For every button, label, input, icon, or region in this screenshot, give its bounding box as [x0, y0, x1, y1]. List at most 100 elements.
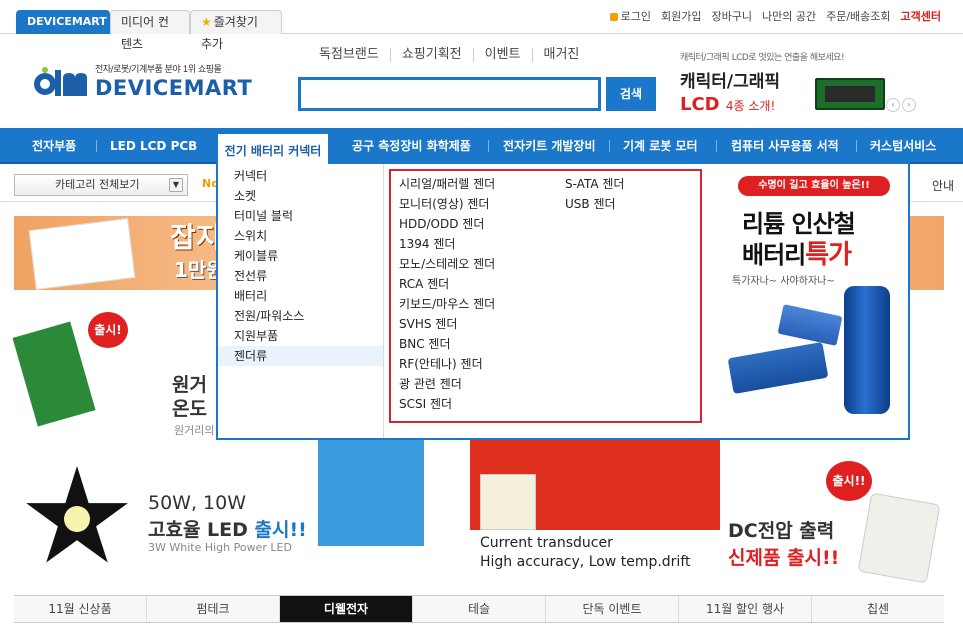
- category-select[interactable]: 카테고리 전체보기 ▼: [14, 174, 188, 196]
- led-sub: 3W White High Power LED: [148, 541, 292, 554]
- subcategory-battery[interactable]: 배터리: [234, 289, 268, 303]
- gender-sata[interactable]: S-ATA 젠더: [565, 177, 625, 191]
- promo-next-icon[interactable]: ›: [902, 98, 916, 112]
- signup-link[interactable]: 회원가입: [661, 10, 702, 23]
- promo-lcd-word: LCD: [680, 94, 720, 115]
- nav-electronic-parts[interactable]: 전자부품: [32, 139, 77, 153]
- bottom-tab-discount-event[interactable]: 11월 할인 행사: [678, 596, 811, 622]
- bottom-tab-exclusive-event[interactable]: 단독 이벤트: [545, 596, 678, 622]
- promo-title: 캐릭터/그래픽: [680, 72, 781, 92]
- gender-monitor[interactable]: 모니터(영상) 젠더: [399, 197, 490, 211]
- top-links: 로그인 회원가입 장바구니 나만의 공간 주문/배송조회 고객센터: [609, 8, 941, 24]
- bottom-brand-tabs: 11월 신상품 펌테크 디웰전자 테슬 단독 이벤트 11월 할인 행사 칩센: [14, 595, 944, 623]
- search-button[interactable]: 검색: [606, 77, 656, 111]
- subcategory-gender[interactable]: 젠더류: [218, 346, 383, 366]
- category-select-label: 카테고리 전체보기: [55, 178, 140, 191]
- subcategory-switch[interactable]: 스위치: [234, 229, 268, 243]
- mega-menu: 커넥터 소켓 터미널 블럭 스위치 케이블류 전선류 배터리 전원/파워소스 지…: [216, 162, 910, 440]
- nav-kits-dev[interactable]: 전자키트 개발장비: [503, 139, 596, 153]
- subcategory-terminal-block[interactable]: 터미널 블럭: [234, 209, 294, 223]
- gender-1394[interactable]: 1394 젠더: [399, 237, 456, 251]
- gender-col-2: S-ATA 젠더 USB 젠더: [557, 174, 624, 214]
- bottom-tab-firmtech[interactable]: 펌테크: [146, 596, 279, 622]
- banner-title-2-text: 배터리: [742, 241, 806, 269]
- nav-separator: [856, 140, 857, 152]
- gender-bnc[interactable]: BNC 젠더: [399, 337, 451, 351]
- subcategory-list: 커넥터 소켓 터미널 블럭 스위치 케이블류 전선류 배터리 전원/파워소스 지…: [218, 164, 384, 438]
- banner-title-1: 리튬 인산철: [742, 210, 856, 238]
- logo[interactable]: 전자/로봇/기계부품 분야 1위 쇼핑몰 DEVICEMART: [33, 60, 263, 106]
- sub-bar-guide[interactable]: 안내: [932, 179, 955, 193]
- site-tab-add-favorites[interactable]: ★즐겨찾기 추가: [190, 10, 282, 51]
- bottom-tab-tesl[interactable]: 테슬: [412, 596, 545, 622]
- nav-tools-measurement[interactable]: 공구 측정장비 화학제품: [352, 139, 471, 153]
- gender-svhs[interactable]: SVHS 젠더: [399, 317, 458, 331]
- gender-mono-stereo[interactable]: 모노/스테레오 젠더: [399, 257, 496, 271]
- site-tab-media-contents[interactable]: 미디어 컨텐츠: [110, 10, 190, 51]
- dc-sub: 신제품 출시!!: [728, 547, 840, 569]
- nav-separator: [488, 140, 489, 152]
- search-tab-shopping-event[interactable]: 쇼핑기획전: [389, 48, 473, 62]
- gender-usb[interactable]: USB 젠더: [565, 197, 616, 211]
- banner-title-2: 배터리특가: [742, 234, 852, 271]
- lifepo4-battery-banner[interactable]: 수명이 길고 효율이 높은!! 리튬 인산철 배터리특가 특가자나~ 사야하자나…: [722, 164, 908, 438]
- gender-scsi[interactable]: SCSI 젠더: [399, 397, 453, 411]
- login-link[interactable]: 로그인: [609, 8, 651, 24]
- logo-card-image: [28, 218, 136, 290]
- main-nav: 전자부품 LED LCD PCB 공구 측정장비 화학제품 전자키트 개발장비 …: [0, 128, 963, 164]
- gender-keyboard-mouse[interactable]: 키보드/마우스 젠더: [399, 297, 496, 311]
- search-tab-exclusive-brand[interactable]: 독점브랜드: [319, 47, 379, 62]
- login-label: 로그인: [620, 10, 651, 23]
- dc-module-image: [857, 492, 941, 584]
- chevron-down-icon: ▼: [169, 178, 183, 192]
- gender-col-1: 시리얼/패러렐 젠더 모니터(영상) 젠더 HDD/ODD 젠더 1394 젠더…: [391, 174, 495, 414]
- subcategory-cable[interactable]: 케이블류: [234, 249, 279, 263]
- nav-mechanical-robot-motor[interactable]: 기계 로봇 모터: [623, 139, 698, 153]
- sensor-new-badge: 출시!: [88, 312, 128, 348]
- module-blue-image: [318, 440, 424, 546]
- nav-separator: [96, 140, 97, 152]
- gender-hdd-odd[interactable]: HDD/ODD 젠더: [399, 217, 485, 231]
- my-space-link[interactable]: 나만의 공간: [761, 10, 817, 23]
- bottom-tab-new-products[interactable]: 11월 신상품: [14, 596, 146, 622]
- subcategory-support-parts[interactable]: 지원부품: [234, 329, 279, 343]
- cart-link[interactable]: 장바구니: [711, 10, 752, 23]
- battery-cell-image: [844, 286, 890, 414]
- nav-computer-office-books[interactable]: 컴퓨터 사무용품 서적: [731, 139, 839, 153]
- led-title-2-text: 고효율 LED: [148, 519, 248, 541]
- search-input[interactable]: [298, 77, 601, 111]
- battery-pack-image: [777, 304, 843, 346]
- site-tab-devicemart[interactable]: DEVICEMART: [16, 10, 110, 34]
- banner-note: 특가자나~ 사야하자나~: [732, 276, 835, 287]
- bottom-tab-dwell[interactable]: 디웰전자: [279, 596, 412, 622]
- nav-custom-service[interactable]: 커스텀서비스: [870, 139, 937, 153]
- dc-new-badge: 출시!!: [826, 461, 872, 501]
- subcategory-socket[interactable]: 소켓: [234, 189, 257, 203]
- search-tab-magazine[interactable]: 매거진: [531, 48, 591, 62]
- banner-title-2-accent: 특가: [805, 240, 852, 270]
- top-strip: DEVICEMART 미디어 컨텐츠 ★즐겨찾기 추가 로그인 회원가입 장바구…: [0, 0, 963, 51]
- promo-lcd-banner[interactable]: 캐릭터/그래픽 LCD로 멋있는 연출을 해보세요! 캐릭터/그래픽 LCD 4…: [680, 50, 915, 118]
- gender-optical[interactable]: 광 관련 젠더: [399, 377, 462, 391]
- nav-led-lcd-pcb[interactable]: LED LCD PCB: [110, 139, 198, 153]
- customer-center-link[interactable]: 고객센터: [900, 10, 941, 23]
- add-favorites-label: 즐겨찾기 추가: [201, 15, 258, 51]
- current-transducer-sub: High accuracy, Low temp.drift: [480, 554, 691, 570]
- gender-rf-antenna[interactable]: RF(안테나) 젠더: [399, 357, 483, 371]
- logo-icon: [34, 67, 87, 96]
- subcategory-wire[interactable]: 전선류: [234, 269, 268, 283]
- banner-magazine-title: 잡지: [170, 221, 222, 254]
- subcategory-power-source[interactable]: 전원/파워소스: [234, 309, 305, 323]
- nav-electric-battery-connector[interactable]: 전기 배터리 커넥터: [216, 132, 330, 164]
- search-tab-event[interactable]: 이벤트: [472, 48, 532, 62]
- banner-pill: 수명이 길고 효율이 높은!!: [738, 176, 890, 196]
- bottom-tab-chipsen[interactable]: 칩센: [811, 596, 944, 622]
- sensor-title-1: 원거: [172, 374, 207, 396]
- subcategory-connector[interactable]: 커넥터: [234, 169, 268, 183]
- promo-prev-icon[interactable]: ‹: [886, 98, 900, 112]
- current-transducer-title: Current transducer: [480, 535, 613, 551]
- order-tracking-link[interactable]: 주문/배송조회: [826, 10, 891, 23]
- nav-separator: [609, 140, 610, 152]
- gender-serial-parallel[interactable]: 시리얼/패러렐 젠더: [399, 177, 496, 191]
- gender-rca[interactable]: RCA 젠더: [399, 277, 450, 291]
